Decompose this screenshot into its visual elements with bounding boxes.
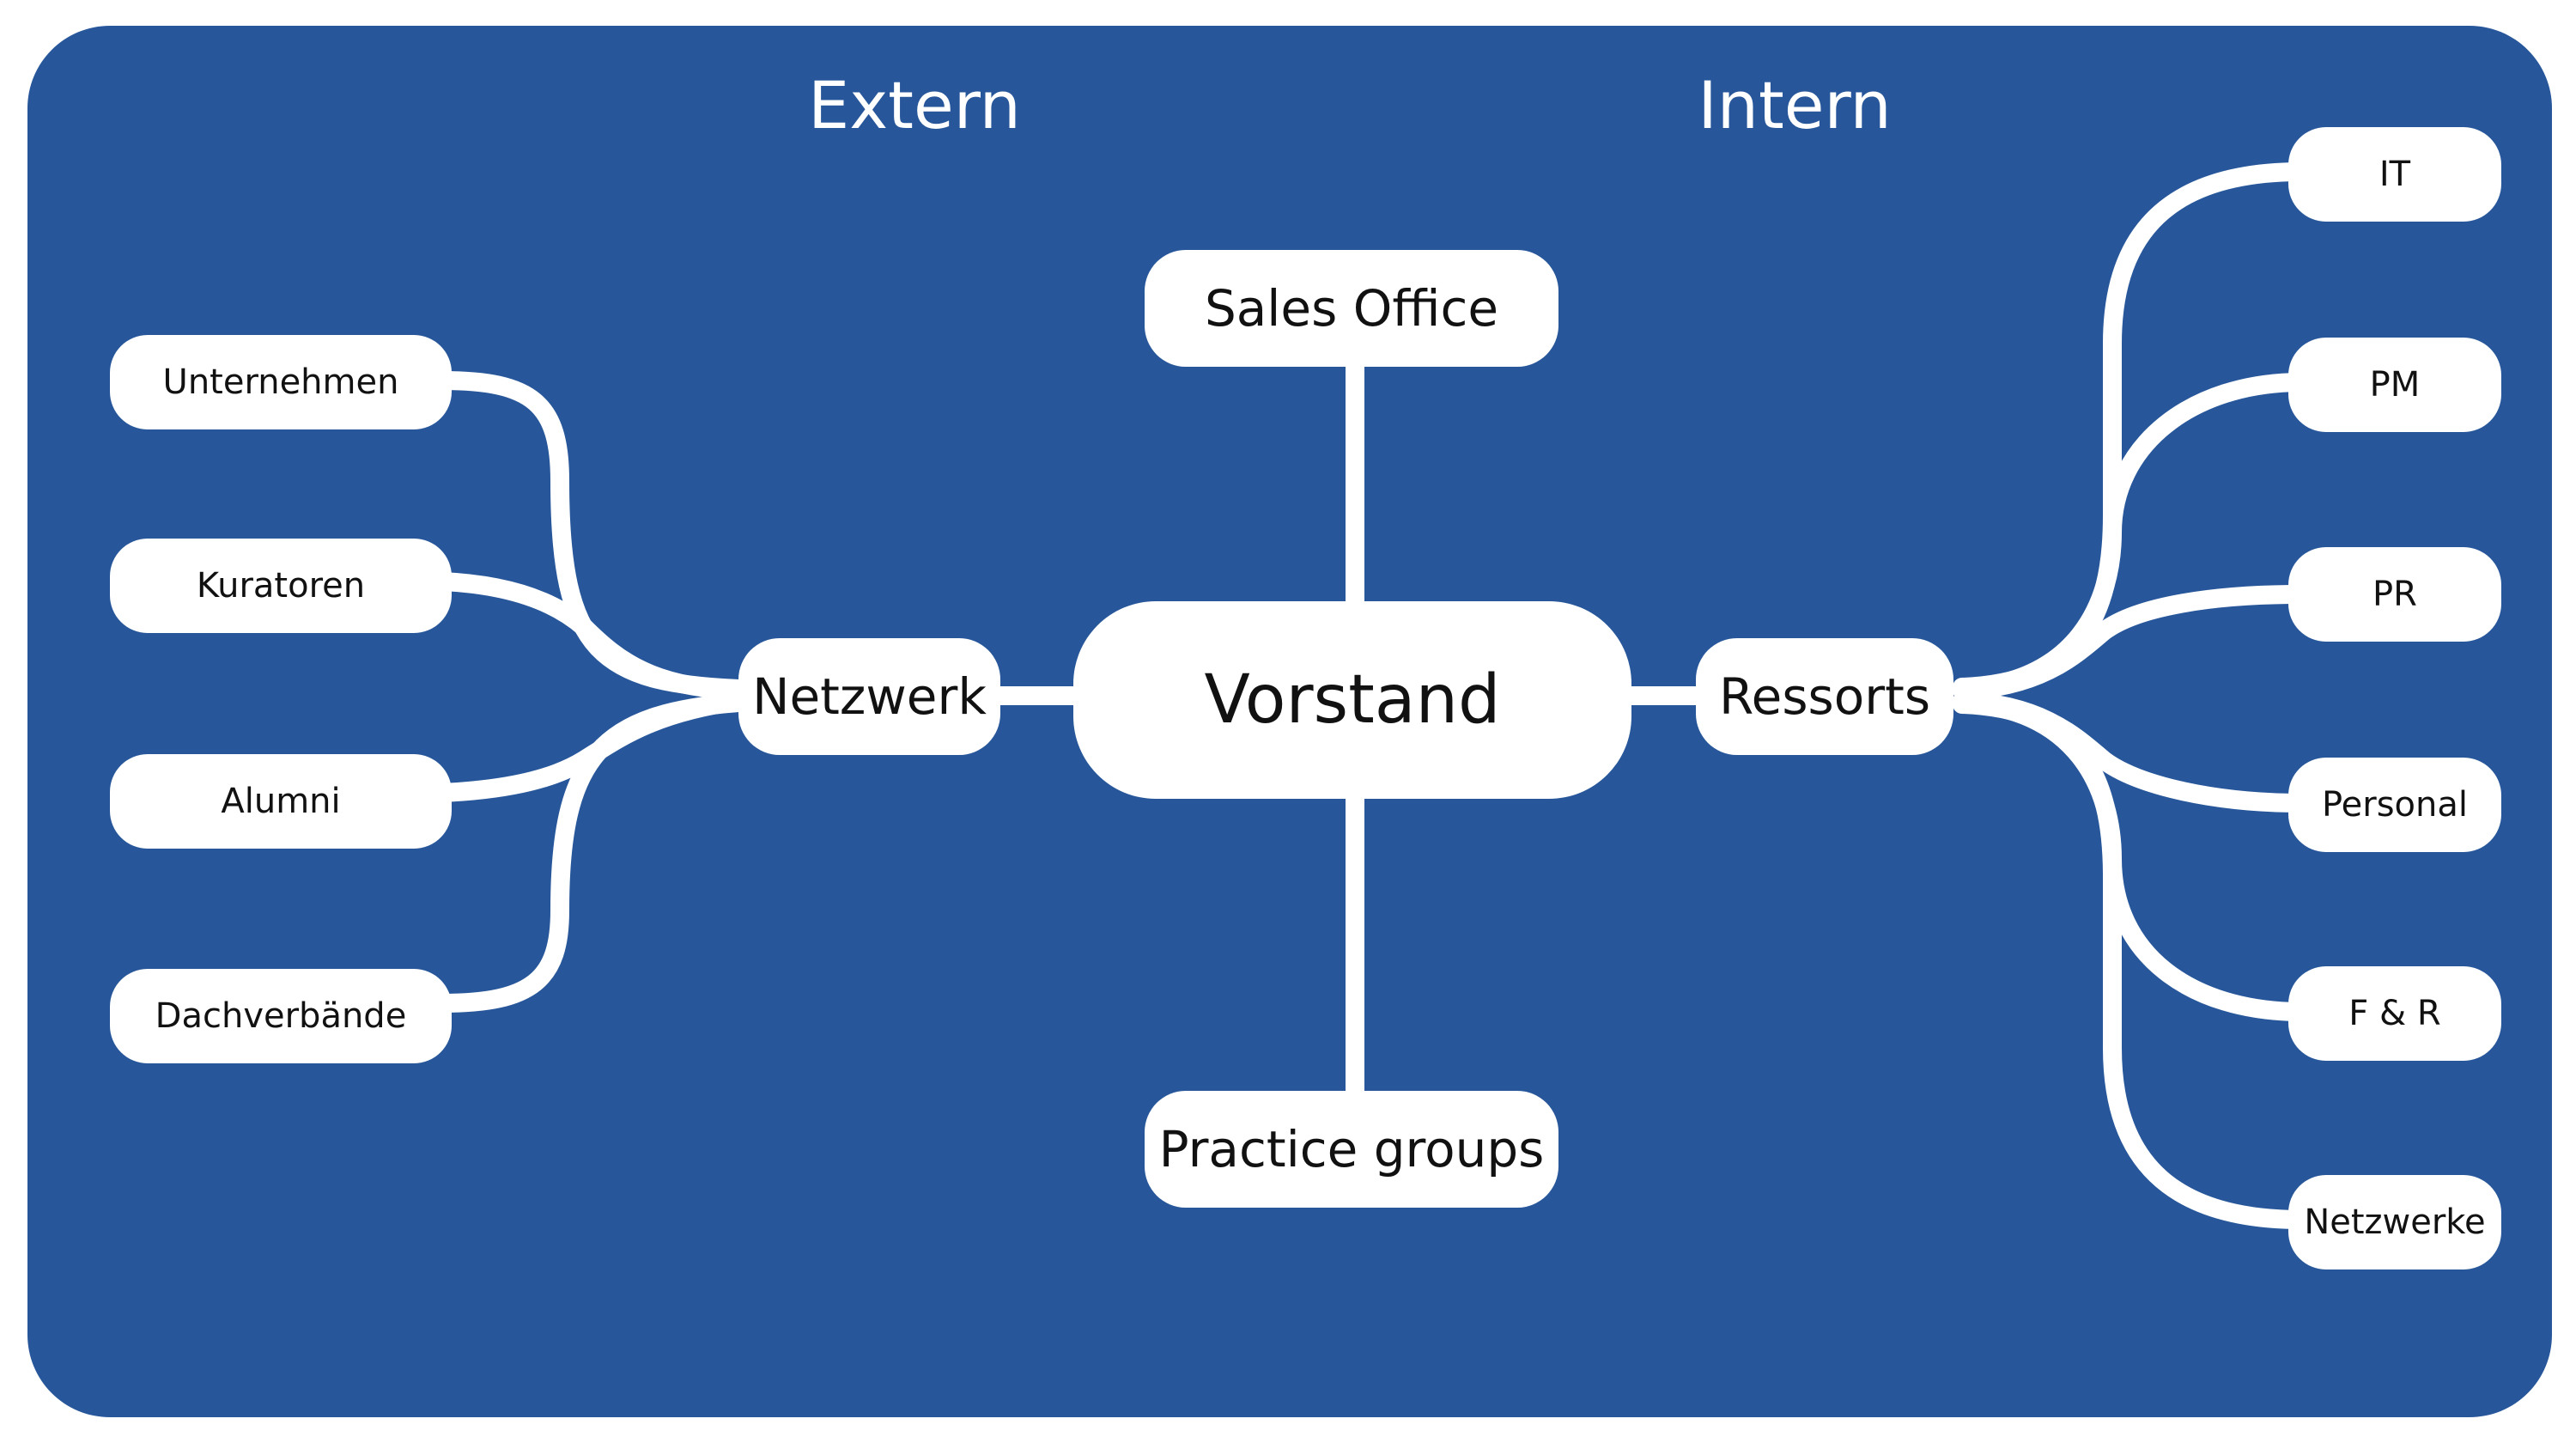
- bottom-node: Practice groups: [1145, 1091, 1558, 1208]
- section-label-intern: Intern: [1698, 67, 1892, 143]
- right-child-1: IT: [2288, 127, 2501, 222]
- connector-left-child-4: [433, 693, 748, 1013]
- right-child-5: F & R: [2288, 966, 2501, 1061]
- connector-right-child-5: [1953, 693, 2311, 1021]
- left-child-1: Unternehmen: [110, 335, 452, 429]
- right-child-4: Personal: [2288, 758, 2501, 852]
- connector-right-child-2: [1953, 373, 2311, 698]
- left-hub-node: Netzwerk: [738, 638, 1000, 755]
- left-child-2: Kuratoren: [110, 539, 452, 633]
- right-hub-node: Ressorts: [1696, 638, 1953, 755]
- center-node: Vorstand: [1073, 601, 1631, 799]
- left-child-3: Alumni: [110, 754, 452, 849]
- connector-left-child-2: [433, 572, 748, 700]
- right-child-6: Netzwerke: [2288, 1175, 2501, 1269]
- right-child-2: PM: [2288, 338, 2501, 432]
- top-node: Sales Office: [1145, 250, 1558, 367]
- connector-right-child-3: [1953, 585, 2311, 700]
- section-label-extern: Extern: [808, 67, 1021, 143]
- right-child-3: PR: [2288, 547, 2501, 642]
- left-child-4: Dachverbände: [110, 969, 452, 1063]
- connector-right-child-6: [1953, 695, 2311, 1229]
